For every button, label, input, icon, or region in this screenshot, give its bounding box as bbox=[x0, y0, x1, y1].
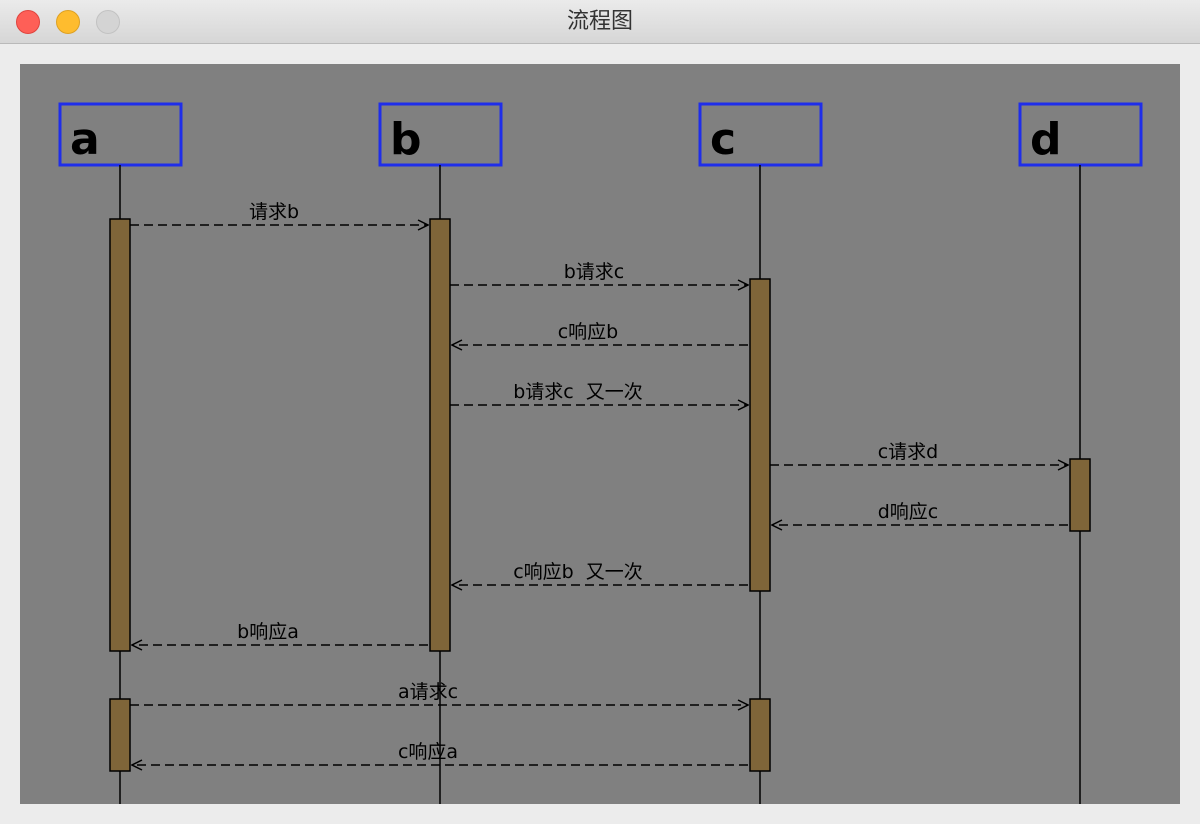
title-bar[interactable]: 流程图 bbox=[0, 0, 1200, 44]
activation-bar-a bbox=[109, 218, 131, 652]
close-icon[interactable] bbox=[16, 10, 40, 34]
message-c-to-b: c响应b bbox=[452, 321, 748, 345]
participant-label: d bbox=[1030, 114, 1062, 165]
participant-label: c bbox=[710, 114, 736, 165]
participant-label: a bbox=[70, 114, 100, 165]
message-c-to-a: c响应a bbox=[132, 741, 748, 765]
activation-bar-c bbox=[749, 698, 771, 772]
message-d-to-c: d响应c bbox=[772, 501, 1068, 525]
sequence-diagram: a b c d bbox=[58, 102, 1143, 804]
message-label: a请求c bbox=[398, 681, 458, 703]
message-b-to-c: b请求c bbox=[450, 261, 748, 285]
message-label: c请求d bbox=[878, 441, 939, 463]
message-label: d响应c bbox=[878, 501, 939, 523]
message-b-to-a: b响应a bbox=[132, 621, 428, 645]
sequence-diagram-canvas: a b c d bbox=[20, 64, 1180, 804]
zoom-icon[interactable] bbox=[96, 10, 120, 34]
message-label: c响应a bbox=[398, 741, 458, 763]
message-label: b请求c bbox=[564, 261, 625, 283]
message-label: c响应b 又一次 bbox=[513, 561, 643, 583]
participant-a: a bbox=[58, 102, 183, 167]
message-c-to-b: c响应b 又一次 bbox=[452, 561, 748, 585]
message-a-to-c: a请求c bbox=[130, 681, 748, 705]
participant-d: d bbox=[1018, 102, 1143, 167]
window-title: 流程图 bbox=[566, 9, 633, 34]
message-label: b请求c 又一次 bbox=[513, 381, 643, 403]
participant-label: b bbox=[390, 114, 422, 165]
message-c-to-d: c请求d bbox=[770, 441, 1068, 465]
activation-bar-c bbox=[749, 278, 771, 592]
message-label: c响应b bbox=[558, 321, 619, 343]
participant-c: c bbox=[698, 102, 823, 167]
message-a-to-b: 请求b bbox=[130, 201, 428, 225]
activation-bar-b bbox=[429, 218, 451, 652]
participant-b: b bbox=[378, 102, 503, 167]
activation-bar-d bbox=[1069, 458, 1091, 532]
message-label: 请求b bbox=[249, 201, 299, 223]
message-b-to-c: b请求c 又一次 bbox=[450, 381, 748, 405]
minimize-icon[interactable] bbox=[56, 10, 80, 34]
message-label: b响应a bbox=[237, 621, 299, 643]
activation-bar-a bbox=[109, 698, 131, 772]
